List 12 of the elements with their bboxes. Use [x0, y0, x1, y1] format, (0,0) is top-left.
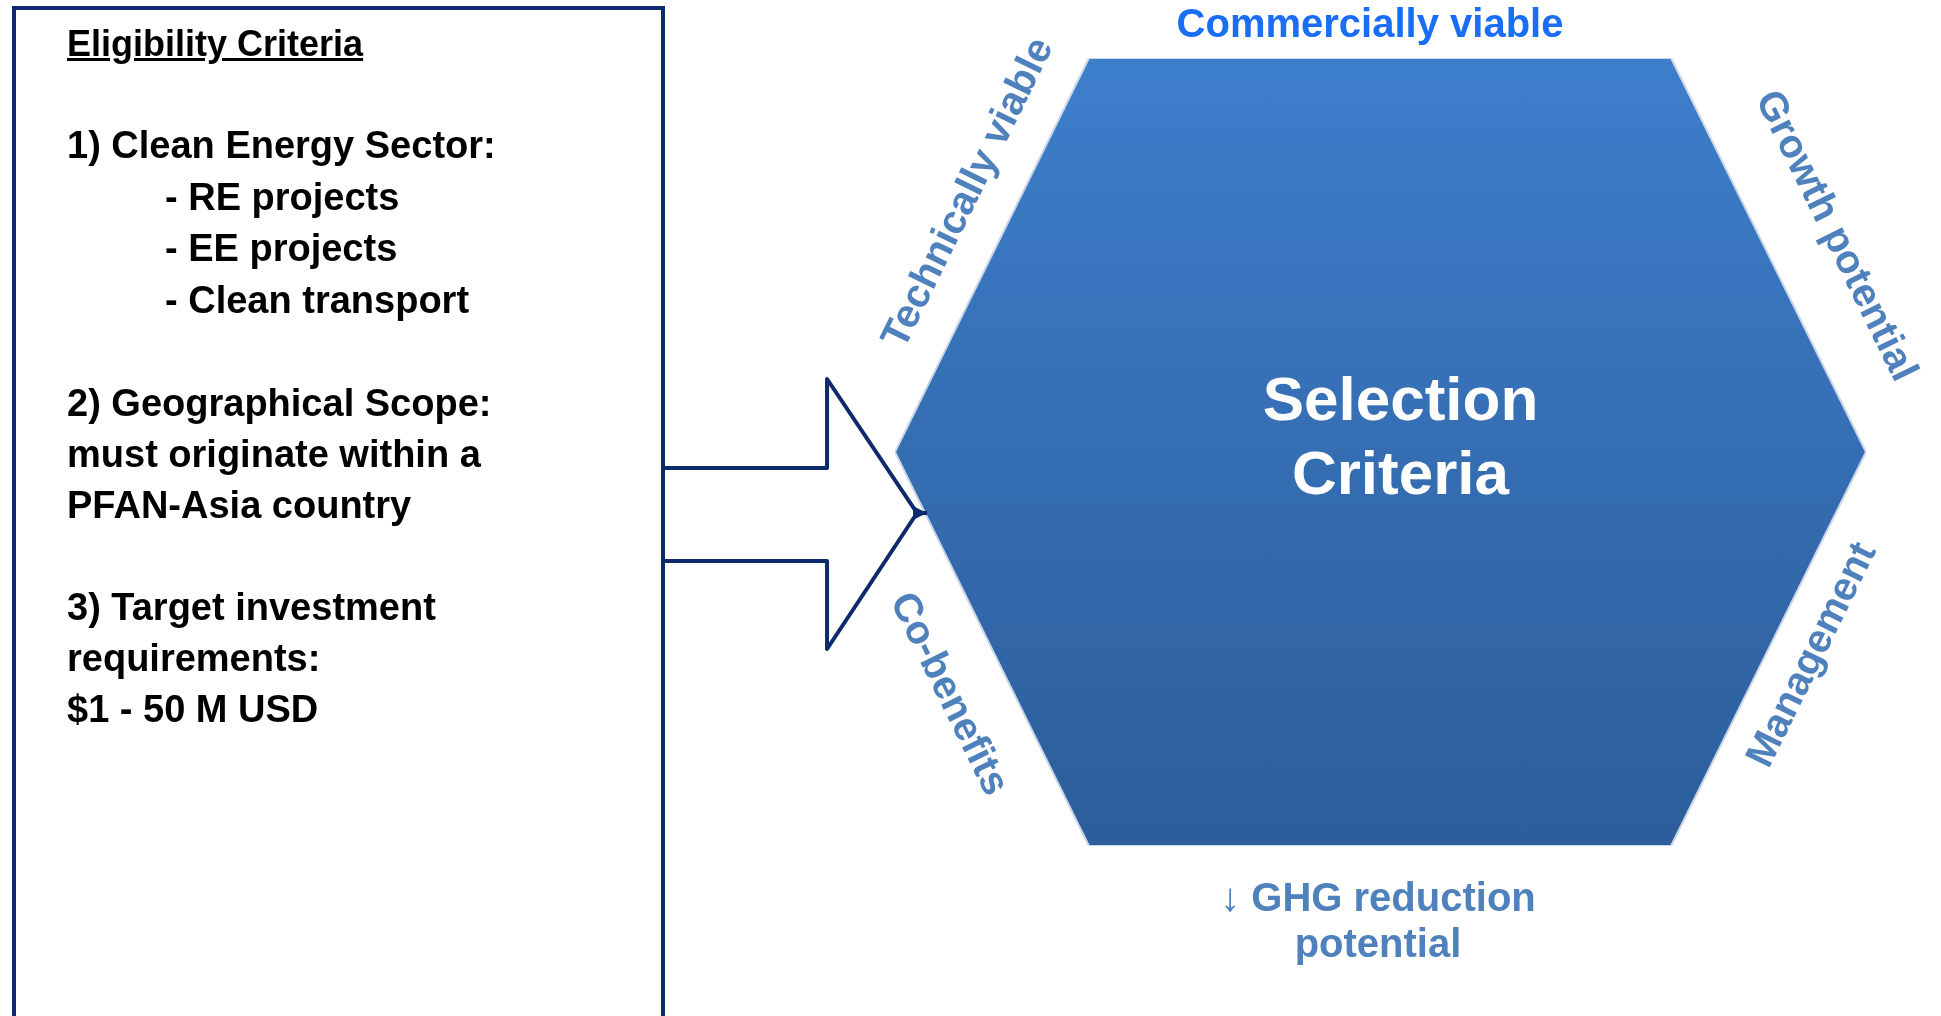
side-label: Commercially viable — [1176, 0, 1564, 46]
criteria-text: $1 - 50 M USD — [67, 687, 319, 732]
hexagon-title: Selection Criteria — [1261, 363, 1540, 509]
criteria-text: - EE projects — [165, 226, 398, 271]
criteria-text: 2) Geographical Scope: must originate within a PFAN-Asia country — [67, 381, 493, 528]
criteria-text: - Clean transport — [165, 278, 470, 323]
criteria-box — [12, 6, 665, 1016]
box-heading: Eligibility Criteria — [67, 22, 364, 66]
criteria-text: - RE projects — [165, 175, 400, 220]
side-label: ↓ GHG reduction potential — [1219, 874, 1537, 966]
criteria-text: 3) Target investment requirements: — [67, 585, 437, 681]
criteria-text: 1) Clean Energy Sector: — [67, 123, 496, 168]
